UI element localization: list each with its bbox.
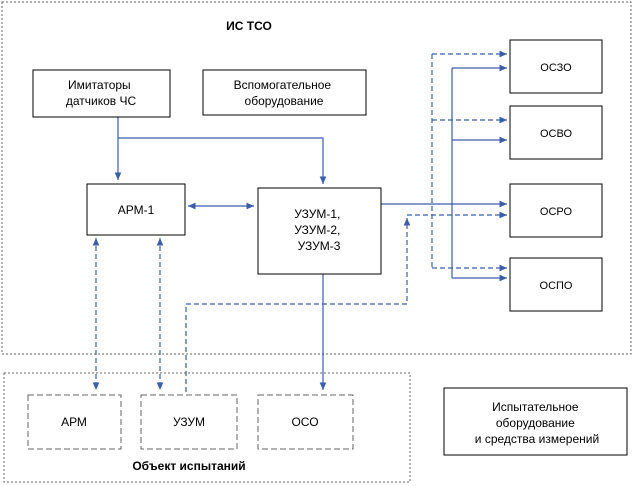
- object-arm-label: АРМ: [61, 415, 87, 429]
- test-equipment-line-3: и средства измерений: [475, 432, 599, 446]
- uzum-line-2: УЗУМ-2,: [294, 223, 340, 237]
- imitators-line-2: датчиков ЧС: [66, 94, 137, 108]
- svg-text:Имитаторы датчиков ЧС: Имитаторы датчиков ЧС: [66, 78, 137, 108]
- imitators-block: Имитаторы датчиков ЧС: [32, 69, 171, 118]
- arm1-label: АРМ-1: [118, 203, 155, 217]
- oszo-label: ОСЗО: [540, 62, 572, 74]
- osvo-label: ОСВО: [540, 128, 572, 140]
- svg-text:Вспомогательное оборудов: Вспомогательное оборудование: [234, 78, 335, 108]
- ospo-label: ОСПО: [540, 280, 573, 292]
- svg-text:Испытательное оборудован: Испытательное оборудование и средства из…: [475, 400, 599, 446]
- test-object-title: Объект испытаний: [132, 459, 245, 473]
- test-object-frame: [3, 372, 411, 483]
- oszo-block: ОСЗО: [509, 39, 603, 94]
- auxiliary-line-1: Вспомогательное: [234, 78, 332, 92]
- system-frame: [1, 1, 632, 355]
- imitators-to-uzum-arrow: [117, 117, 327, 184]
- osro-label: ОСРО: [540, 206, 573, 218]
- object-oso-label: ОСО: [291, 415, 318, 429]
- system-title: ИС ТСО: [226, 19, 272, 33]
- auxiliary-equipment-block: Вспомогательное оборудование: [202, 69, 367, 116]
- object-oso-block: ОСО: [257, 394, 354, 450]
- uzum-line-1: УЗУМ-1,: [294, 207, 340, 221]
- uzum-block: УЗУМ-1, УЗУМ-2, УЗУМ-3: [257, 187, 382, 275]
- test-equipment-block: Испытательное оборудование и средства из…: [443, 387, 628, 456]
- osro-block: ОСРО: [509, 183, 603, 238]
- object-arm-block: АРМ: [27, 394, 122, 450]
- osvo-block: ОСВО: [509, 105, 603, 160]
- auxiliary-line-2: оборудование: [245, 94, 324, 108]
- imitators-line-1: Имитаторы: [68, 78, 131, 92]
- test-equipment-line-2: оборудование: [496, 416, 575, 430]
- dashed-route-from-object: [185, 218, 411, 392]
- ospo-block: ОСПО: [509, 257, 603, 312]
- object-uzum-block: УЗУМ: [140, 394, 238, 450]
- svg-text:УЗУМ-1, УЗУМ-2, УЗ: УЗУМ-1, УЗУМ-2, УЗУМ-3: [294, 207, 343, 253]
- test-equipment-line-1: Испытательное: [492, 400, 579, 414]
- arm1-block: АРМ-1: [86, 183, 186, 236]
- uzum-line-3: УЗУМ-3: [298, 239, 341, 253]
- object-uzum-label: УЗУМ: [173, 415, 205, 429]
